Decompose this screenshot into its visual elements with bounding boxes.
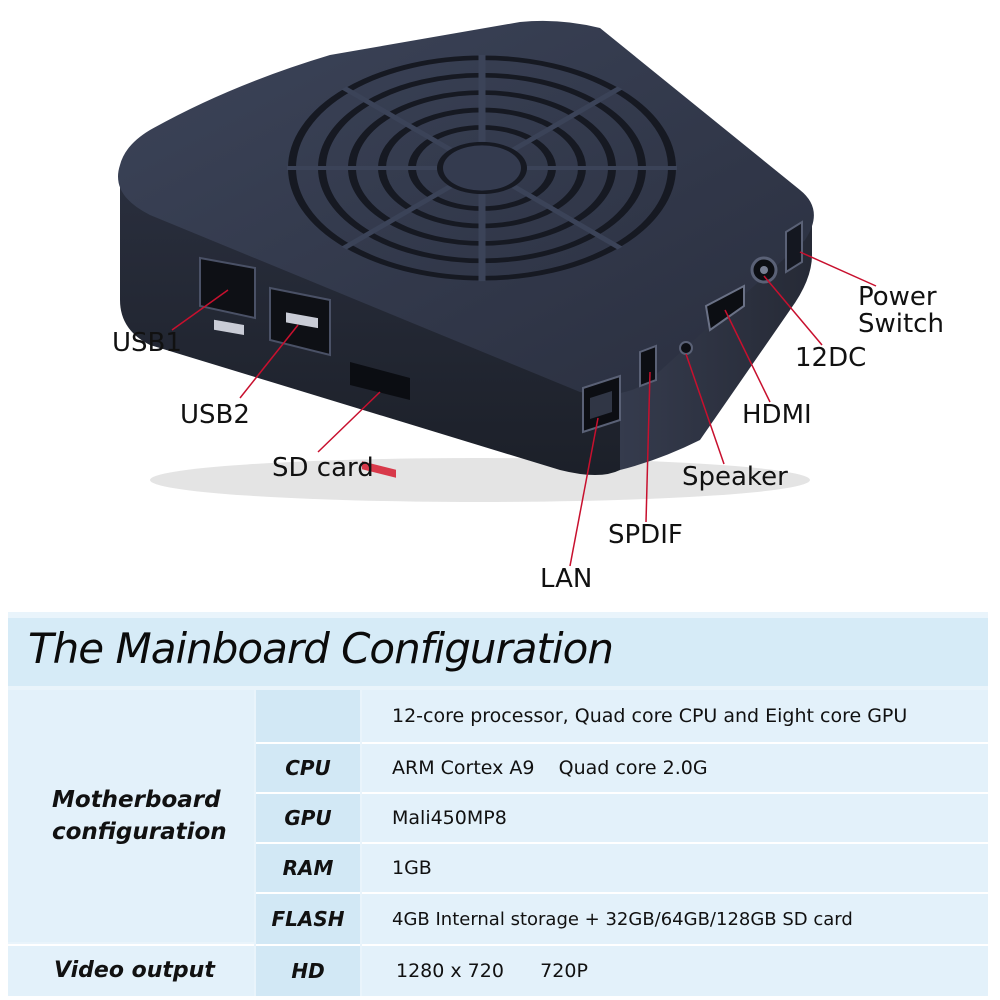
cpu-label: CPU <box>285 756 331 780</box>
callout-power-line1: Power <box>858 282 937 312</box>
cpu-value-cell: ARM Cortex A9 Quad core 2.0G <box>362 742 988 792</box>
hd-value: 1280 x 720 720P <box>396 960 588 982</box>
flash-value-cell: 4GB Internal storage + 32GB/64GB/128GB S… <box>362 892 988 944</box>
video-group-label: Video output <box>54 957 215 983</box>
cpu-value: ARM Cortex A9 Quad core 2.0G <box>392 757 708 779</box>
callout-lines <box>171 251 877 567</box>
ram-value: 1GB <box>392 857 432 879</box>
summary-value-cell: 12-core processor, Quad core CPU and Eig… <box>362 690 988 742</box>
usb2-port <box>269 286 331 357</box>
hd-label: HD <box>291 959 325 983</box>
summary-value: 12-core processor, Quad core CPU and Eig… <box>392 705 908 727</box>
flash-label: FLASH <box>271 907 345 931</box>
product-illustration <box>118 20 877 567</box>
gpu-value: Mali450MP8 <box>392 807 507 829</box>
callout-usb1: USB1 <box>112 328 182 358</box>
callout-12dc: 12DC <box>795 343 867 373</box>
callout-usb2: USB2 <box>180 400 250 430</box>
callout-sd-card: SD card <box>272 453 374 483</box>
summary-label-cell <box>256 690 360 742</box>
sd-card-slot <box>350 362 410 478</box>
speaker-port <box>679 341 693 355</box>
spec-title-band <box>8 618 988 686</box>
fan-vent <box>287 54 677 282</box>
spec-title: The Mainboard Configuration <box>28 624 614 673</box>
callout-hdmi: HDMI <box>742 400 812 430</box>
flash-value: 4GB Internal storage + 32GB/64GB/128GB S… <box>392 908 853 930</box>
ram-value-cell: 1GB <box>362 842 988 892</box>
motherboard-group-label: Motherboard configuration <box>8 784 227 848</box>
dc-port <box>750 256 778 284</box>
spdif-port <box>639 344 657 388</box>
gpu-value-cell: Mali450MP8 <box>362 792 988 842</box>
hd-value-cell: 1280 x 720 720P <box>362 944 988 996</box>
video-group-cell: Video output <box>8 944 254 996</box>
motherboard-label-line2: configuration <box>52 819 227 845</box>
ram-label: RAM <box>282 856 334 880</box>
callout-power-line2: Switch <box>858 309 944 340</box>
motherboard-label-line1: Motherboard <box>52 786 221 813</box>
usb1-port <box>199 256 256 336</box>
callout-lan: LAN <box>540 564 593 594</box>
callout-spdif: SPDIF <box>608 520 683 550</box>
motherboard-group-cell: Motherboard configuration <box>8 690 254 942</box>
hdmi-port <box>704 284 745 332</box>
power-switch <box>785 220 803 274</box>
callout-power-switch: Power Switch <box>858 282 944 340</box>
lan-port <box>582 374 621 434</box>
cpu-label-cell: CPU <box>256 742 360 792</box>
hd-label-cell: HD <box>256 944 360 996</box>
callout-speaker: Speaker <box>682 462 788 492</box>
gpu-label: GPU <box>284 806 332 830</box>
gpu-label-cell: GPU <box>256 792 360 842</box>
flash-label-cell: FLASH <box>256 892 360 944</box>
ram-label-cell: RAM <box>256 842 360 892</box>
